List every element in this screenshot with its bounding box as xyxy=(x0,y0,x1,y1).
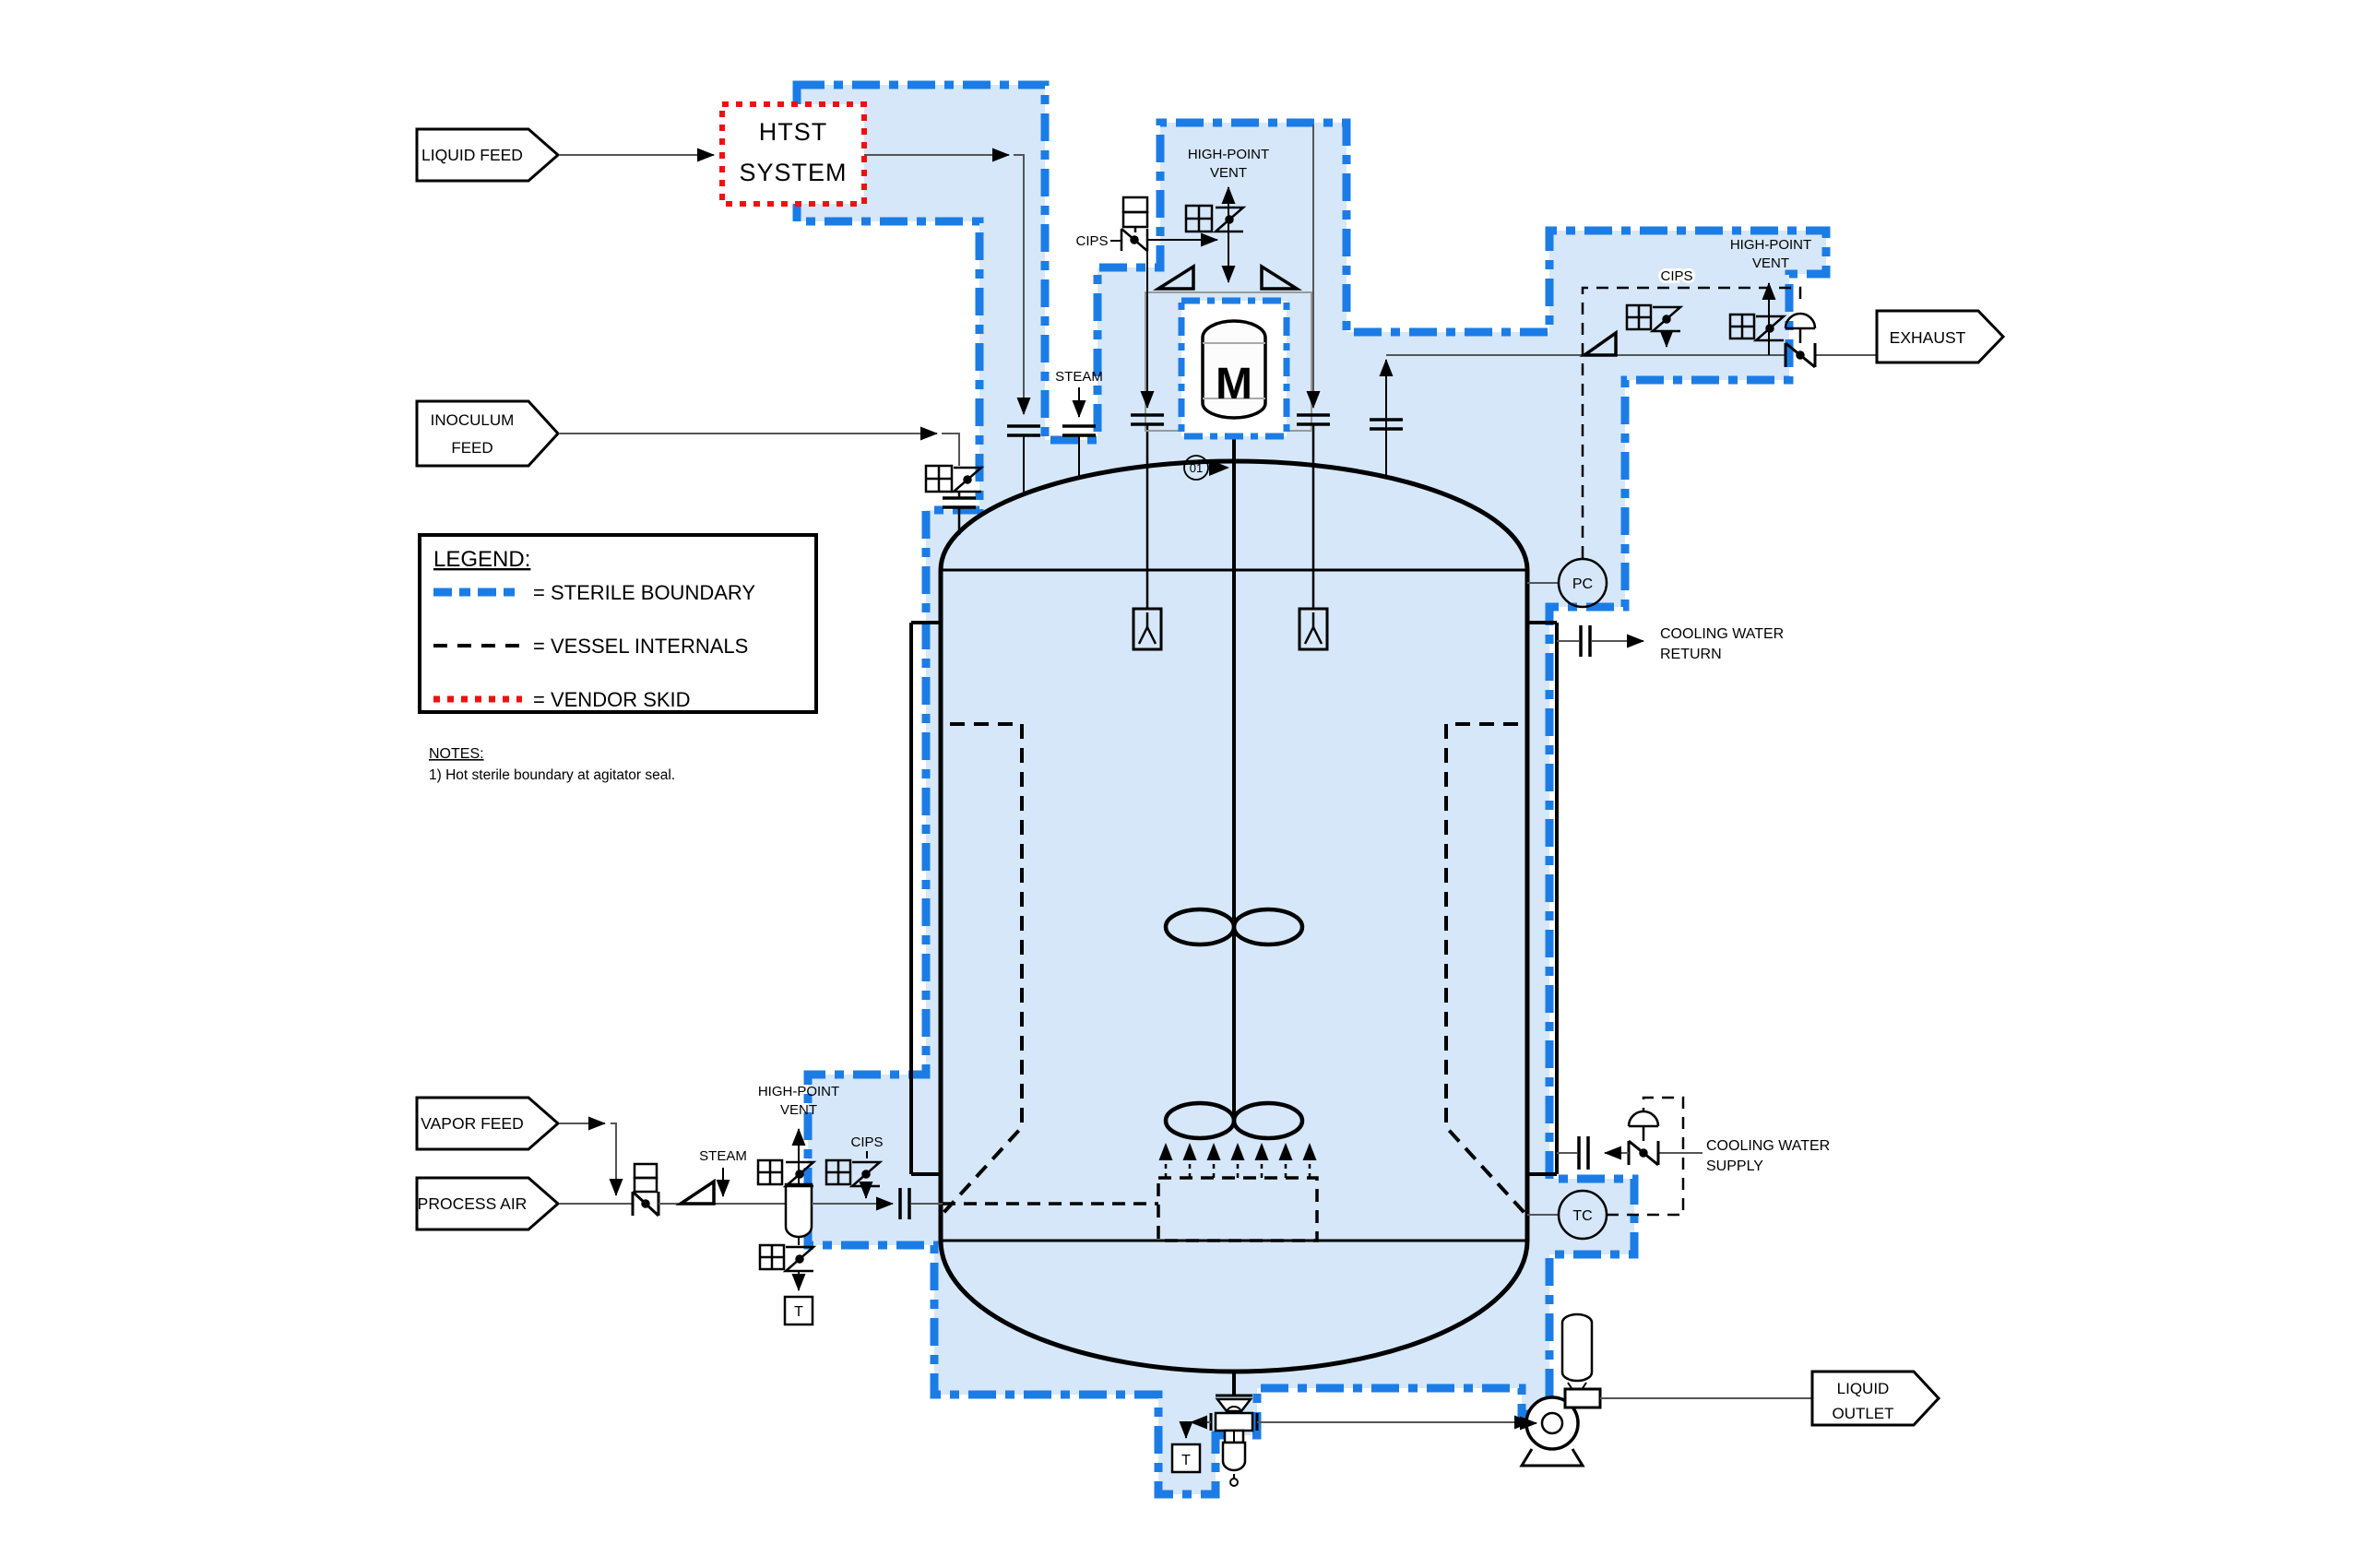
cips-air-label: CIPS xyxy=(850,1134,883,1150)
steam-trap-drain xyxy=(1170,1443,1202,1474)
inoculum-label-1: INOCULUM xyxy=(431,411,515,429)
spray-ball-right xyxy=(1298,607,1329,651)
cws-label-1: COOLING WATER xyxy=(1706,1138,1830,1154)
cwr-label-2: RETURN xyxy=(1660,647,1722,662)
cips-exhaust-label: CIPS xyxy=(1660,268,1692,284)
vapor-feed-flag: VAPOR FEED xyxy=(415,1096,561,1151)
pc-label: PC xyxy=(1572,576,1593,592)
liquid-outlet-label-1: LIQUID xyxy=(1837,1380,1890,1397)
cooling-jacket xyxy=(909,621,1559,1176)
legend-sterile-label: = STERILE BOUNDARY xyxy=(533,581,755,604)
pump-volute xyxy=(1563,1387,1602,1409)
baffle-right xyxy=(1444,722,1527,1216)
agitator-seal xyxy=(1152,263,1303,291)
notes-title: NOTES: xyxy=(429,746,484,762)
sterile-air-filter xyxy=(784,1182,813,1239)
legend-internals-label: = VESSEL INTERNALS xyxy=(533,635,748,658)
spray-ball-left xyxy=(1132,607,1163,651)
inoculum-label-2: FEED xyxy=(451,439,492,457)
temperature-controller: TC xyxy=(1527,1096,1685,1241)
cips-top-valve xyxy=(1120,196,1149,252)
htst-drop-line xyxy=(1014,154,1031,415)
note-tag-label: 01 xyxy=(1190,461,1203,475)
baffle-left xyxy=(941,722,1024,1216)
air-check-valve xyxy=(631,1162,660,1218)
note-tag-01: 01 xyxy=(1183,455,1229,481)
steam-trap-filter xyxy=(783,1295,814,1326)
sparger-flow-arrows xyxy=(1158,1143,1317,1178)
vapor-feed-drop xyxy=(609,1123,623,1196)
cws-label-2: SUPPLY xyxy=(1706,1158,1763,1174)
exhaust-label: EXHAUST xyxy=(1890,328,1966,347)
inoculum-drop xyxy=(942,433,960,466)
liquid-feed-flag: LIQUID FEED xyxy=(415,127,561,183)
hpv-filter-label-2: VENT xyxy=(780,1102,817,1118)
legend: LEGEND: = STERILE BOUNDARY = VESSEL INTE… xyxy=(418,533,818,714)
cooling-water-supply: COOLING WATER SUPPLY xyxy=(1557,1110,1830,1174)
tc-label: TC xyxy=(1572,1208,1592,1224)
agitator-motor: M xyxy=(1201,319,1267,420)
inoculum-valve xyxy=(924,464,985,535)
air-filter-triangle xyxy=(675,1178,716,1206)
cips-air-valve xyxy=(825,1158,884,1188)
liquid-outlet-label-2: OUTLET xyxy=(1832,1405,1893,1422)
top-vent-assembly: HIGH-POINT VENT CIPS xyxy=(1075,147,1269,409)
pressure-controller: PC xyxy=(1527,286,1802,609)
drain-valve-body xyxy=(1214,1411,1254,1432)
process-air-train: STEAM HIGH-POINT VENT T CIPS xyxy=(560,1084,943,1326)
seal-pot xyxy=(1560,1313,1594,1383)
htst-vendor-skid: HTST SYSTEM xyxy=(719,101,867,207)
harvest-pump xyxy=(1519,1313,1812,1467)
steam-top-label: STEAM xyxy=(1055,369,1103,385)
exhaust-train: CIPS HIGH-POINT VENT xyxy=(1379,237,1877,478)
exhaust-control-valve xyxy=(1784,312,1817,369)
motor-label: M xyxy=(1216,360,1252,409)
steam-trap-filter-label: T xyxy=(794,1304,803,1320)
dome-nozzles xyxy=(1007,413,1403,496)
hpv-exhaust-valve xyxy=(1728,313,1787,342)
exhaust-flag: EXHAUST xyxy=(1875,309,2006,364)
cooling-water-return: COOLING WATER RETURN xyxy=(1557,625,1784,662)
cws-control-valve xyxy=(1627,1110,1660,1167)
vessel-internals xyxy=(941,722,1527,1242)
pc-signal-line xyxy=(1581,286,1802,558)
hpv-top-label-1: HIGH-POINT xyxy=(1188,147,1269,162)
vent-valve-top xyxy=(1184,204,1247,233)
htst-label-1: HTST xyxy=(759,118,828,146)
tc-signal-line xyxy=(1607,1096,1685,1217)
process-air-flag: PROCESS AIR xyxy=(415,1176,561,1231)
steam-trap-drain-label: T xyxy=(1181,1453,1191,1468)
cwr-label-1: COOLING WATER xyxy=(1660,626,1784,642)
steam-bottom-label: STEAM xyxy=(699,1148,747,1164)
inoculum-feed-flag: INOCULUM FEED xyxy=(415,399,561,468)
notes: NOTES: 1) Hot sterile boundary at agitat… xyxy=(429,746,675,783)
pump-base xyxy=(1519,1448,1585,1467)
process-air-label: PROCESS AIR xyxy=(418,1194,528,1213)
htst-label-2: SYSTEM xyxy=(739,159,847,186)
bottom-drain-assembly: T xyxy=(1170,1394,1532,1487)
hpv-filter-valve xyxy=(756,1158,817,1188)
agitator xyxy=(1163,420,1305,1141)
sparger xyxy=(1157,1176,1319,1242)
vapor-feed-label: VAPOR FEED xyxy=(421,1114,524,1133)
legend-vendor-label: = VENDOR SKID xyxy=(533,688,691,711)
drain-valve-actuator xyxy=(1221,1441,1247,1472)
liquid-feed-label: LIQUID FEED xyxy=(421,146,523,164)
note-1: 1) Hot sterile boundary at agitator seal… xyxy=(429,767,675,783)
liquid-outlet-flag: LIQUID OUTLET xyxy=(1810,1370,1941,1427)
spray-balls xyxy=(1132,424,1329,651)
hpv-top-label-2: VENT xyxy=(1210,165,1247,181)
legend-title: LEGEND: xyxy=(433,547,530,572)
filter-drain-valve xyxy=(758,1237,817,1273)
cips-top-label: CIPS xyxy=(1075,233,1108,249)
hpv-filter-label-1: HIGH-POINT xyxy=(758,1084,839,1099)
exhaust-filter-triangle xyxy=(1579,329,1618,357)
hpv-exhaust-label-1: HIGH-POINT xyxy=(1730,237,1811,253)
hpv-exhaust-label-2: VENT xyxy=(1752,255,1789,271)
